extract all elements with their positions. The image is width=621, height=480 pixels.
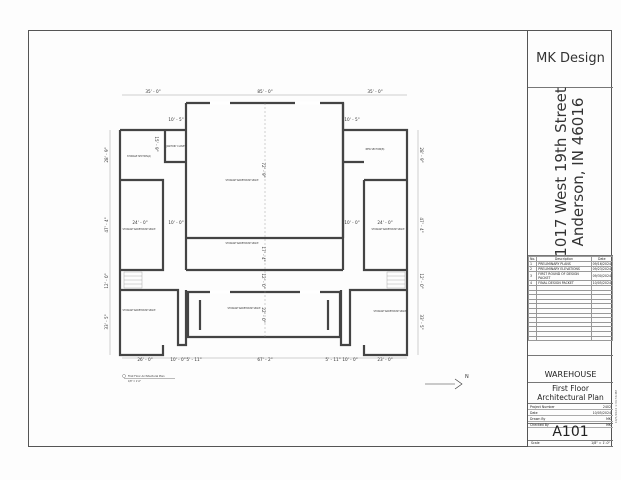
firm-name: MK Design (528, 30, 613, 88)
view-title: First Floor Architectural Plan 1/8" = 1'… (122, 374, 175, 383)
view-title-text: First Floor Architectural Plan (128, 374, 165, 378)
address-line1: 1017 West 19th Street (552, 87, 570, 257)
dim-bottom-4: 67' - 2" (257, 357, 272, 362)
dim-left-upper: 28' - 9" (104, 147, 109, 162)
dim-top-left: 35' - 0" (145, 89, 160, 94)
room-center-mid: STORAGE WAREHOUSE SPACE (226, 242, 260, 245)
project-name: WAREHOUSE (528, 356, 613, 383)
room-left-mid: STORAGE WAREHOUSE SPACE (123, 228, 157, 231)
sheet-title-line2: Architectural Plan (537, 393, 604, 402)
address-line2: Anderson, IN 46016 (569, 97, 587, 247)
dim-left-corr: 10' - 0" (168, 220, 183, 225)
room-right-mid: STORAGE WAREHOUSE SPACE (372, 228, 406, 231)
dim-left-stair: 12' - 0" (104, 273, 109, 288)
room-right-top: NEW SECTION(B) (366, 148, 385, 151)
dim-center-lower: 17' - 4" (261, 246, 266, 261)
wall-left-lower (120, 288, 188, 347)
dim-right-room-w: 24' - 0" (377, 220, 392, 225)
sheet-title-line1: First Floor (552, 384, 589, 393)
room-left-low: STORAGE WAREHOUSE SPACE (123, 309, 157, 312)
dim-bottom-1: 26' - 0" (137, 357, 152, 362)
scale-value: 1/8" = 1'-0" (591, 441, 610, 445)
dim-right-corr: 10' - 0" (344, 220, 359, 225)
dim-closet-height: 15' - 9" (154, 136, 159, 151)
view-marker-icon (122, 374, 126, 378)
dim-top-center: 85' - 0" (257, 89, 272, 94)
stairs (123, 271, 406, 289)
dim-left-mid: 47' - 4" (104, 217, 109, 232)
dim-closet-right: 10' - 5" (344, 117, 359, 122)
wall-left-top (118, 128, 186, 357)
room-right-low: STORAGE WAREHOUSE SPACE (374, 310, 408, 313)
wall-right-top (343, 128, 409, 357)
sheet-border (28, 30, 612, 447)
dim-center-height: 72' - 9" (261, 162, 266, 177)
walls (118, 101, 409, 357)
north-label: N (465, 374, 469, 380)
room-main: STORAGE WAREHOUSE SPACE (226, 179, 260, 182)
dim-right-lower: 33' - 5" (419, 314, 424, 329)
project-number: 2402 (602, 404, 611, 409)
drawing-date: 10/05/2024 (592, 410, 611, 415)
dimension-lines (109, 94, 419, 359)
plot-stamp: 10/5/2024 1:34:56 PM (614, 390, 618, 424)
dimension-labels: 35' - 0" 85' - 0" 35' - 0" 10' - 5" 10' … (104, 89, 424, 362)
dim-right-stair: 12' - 0" (419, 273, 424, 288)
wall-right-lower (339, 288, 407, 347)
wall-center-low (186, 290, 342, 339)
checked-by: MK (606, 422, 611, 427)
room-left-top: STORAGE SECTION(A) (127, 155, 151, 158)
dim-bottom-6: 10' - 0" (342, 357, 357, 362)
dim-right-upper: 28' - 9" (419, 147, 424, 162)
dim-top-right: 35' - 0" (367, 89, 382, 94)
north-arrow-icon: N (425, 374, 469, 390)
dim-bottom-center-h: 22' - 0" (261, 307, 266, 322)
dim-right-mid: 47' - 4" (419, 217, 424, 232)
sheet-title: First Floor Architectural Plan (528, 383, 613, 404)
sheet-number: A101 (528, 424, 613, 441)
openings (210, 101, 320, 294)
dim-corridor: 12' - 0" (261, 273, 266, 288)
dim-closet-left: 10' - 5" (168, 117, 183, 122)
view-scale-text: 1/8" = 1'-0" (128, 380, 141, 383)
floor-plan: 35' - 0" 85' - 0" 35' - 0" 10' - 5" 10' … (104, 89, 469, 390)
dim-bottom-5: 5' - 11" (325, 357, 340, 362)
dim-left-room-w: 24' - 0" (132, 220, 147, 225)
room-tags: STORAGE SECTION(A) JANITORY CLOSET NEW S… (123, 145, 408, 313)
room-janitor: JANITORY CLOSET (165, 145, 186, 148)
dim-bottom-7: 23' - 0" (377, 357, 392, 362)
dim-bottom-2: 10' - 0" (170, 357, 185, 362)
dim-left-lower: 33' - 5" (104, 314, 109, 329)
drawn-by: MK (606, 416, 611, 421)
dim-bottom-3: 5' - 11" (186, 357, 201, 362)
wall-center-mid (186, 236, 343, 272)
room-center-low: STORAGE WAREHOUSE SPACE (228, 307, 262, 310)
